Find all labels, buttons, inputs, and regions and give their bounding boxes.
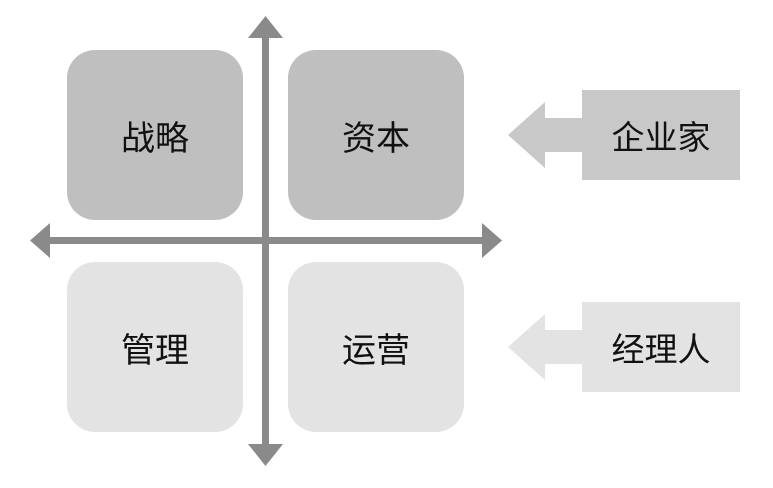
role-manager: 经理人 [582, 302, 740, 392]
quadrant-capital: 资本 [288, 50, 464, 220]
pointer-arrow-upper-icon [508, 102, 583, 168]
quadrant-capital-label: 资本 [342, 118, 410, 159]
role-manager-label: 经理人 [611, 330, 711, 369]
arrow-left-icon [30, 223, 50, 258]
arrow-up-icon [248, 16, 283, 38]
quadrant-operations-label: 运营 [342, 330, 410, 371]
quadrant-strategy: 战略 [67, 50, 243, 220]
quadrant-management-label: 管理 [121, 330, 189, 371]
role-entrepreneur-label: 企业家 [611, 118, 711, 157]
role-entrepreneur: 企业家 [582, 90, 740, 180]
quadrant-management: 管理 [67, 262, 243, 432]
pointer-arrow-lower-icon [508, 314, 583, 380]
arrow-right-icon [482, 223, 502, 258]
quadrant-strategy-label: 战略 [121, 118, 189, 159]
arrow-down-icon [248, 444, 283, 466]
quadrant-operations: 运营 [288, 262, 464, 432]
horizontal-axis [30, 223, 502, 258]
